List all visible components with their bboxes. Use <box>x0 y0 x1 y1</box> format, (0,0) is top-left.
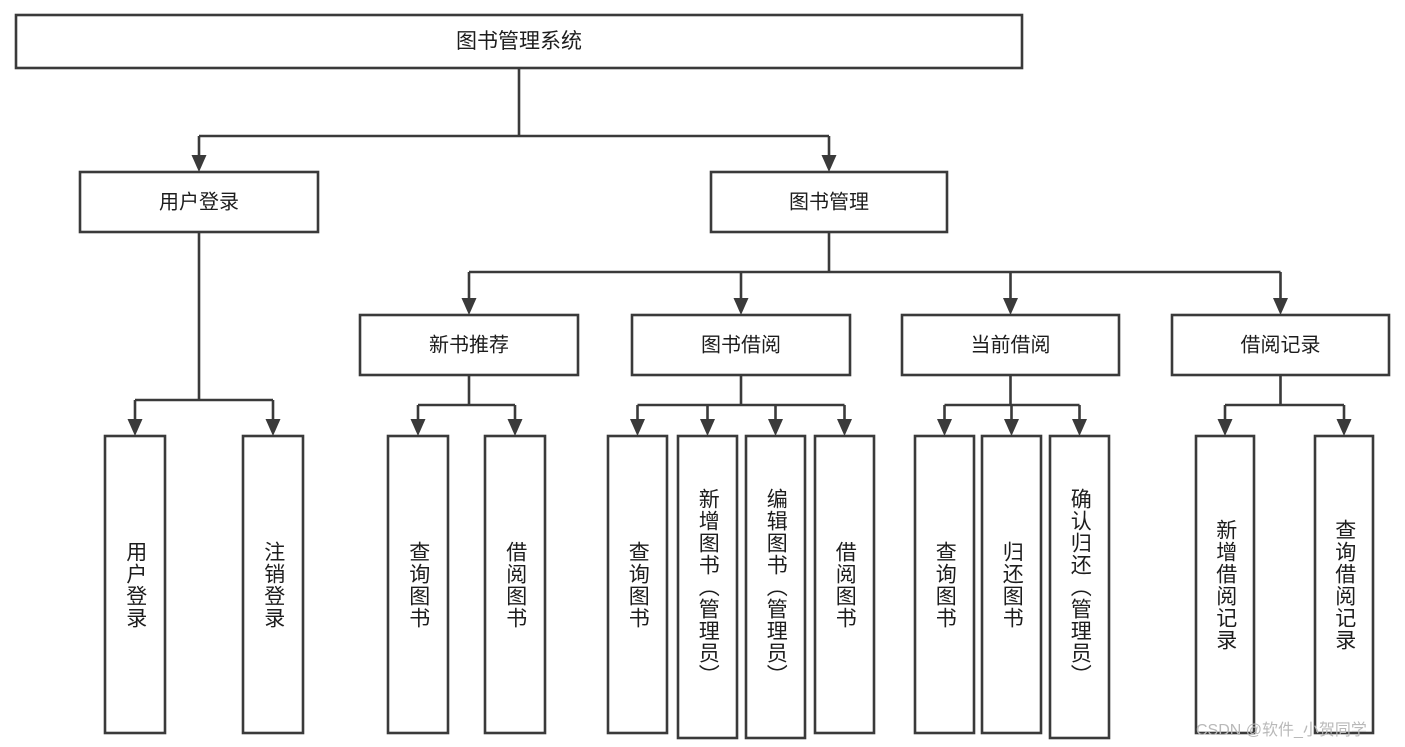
node-label-leaf-0: 用户登录 <box>123 540 147 629</box>
node-box-leaf-5[interactable] <box>676 434 739 740</box>
node-box-leaf-1[interactable] <box>241 434 305 735</box>
node-box-leaf-4[interactable] <box>606 434 669 735</box>
node-label-leaf-3: 借阅图书 <box>503 540 527 629</box>
node-label-leaf-5: 新增图书（管理员） <box>696 488 720 686</box>
node-label-leaf-10: 确认归还（管理员） <box>1068 488 1092 686</box>
node-box-leaf-2[interactable] <box>386 434 450 735</box>
arrow-head-icon <box>1273 298 1288 315</box>
watermark-text: CSDN @软件_小贺同学 <box>1196 722 1367 739</box>
node-label-level3-1: 图书借阅 <box>701 333 781 356</box>
arrow-head-icon <box>1217 419 1233 436</box>
node-label-level3-3: 借阅记录 <box>1241 333 1321 356</box>
node-box-root[interactable] <box>14 13 1024 70</box>
arrow-head-icon <box>937 419 952 436</box>
node-box-leaf-3[interactable] <box>483 434 547 735</box>
node-box-level2-0[interactable] <box>78 170 320 234</box>
node-label-level2-0: 用户登录 <box>159 190 239 213</box>
connectors-layer <box>127 68 1352 436</box>
node-label-leaf-4: 查询图书 <box>626 540 650 629</box>
arrow-head-icon <box>630 419 645 436</box>
node-box-leaf-8[interactable] <box>913 434 976 735</box>
node-box-level3-3[interactable] <box>1170 313 1391 377</box>
node-box-leaf-10[interactable] <box>1048 434 1111 740</box>
arrow-head-icon <box>733 298 749 315</box>
node-box-leaf-0[interactable] <box>103 434 167 735</box>
arrow-head-icon <box>768 419 783 436</box>
arrow-head-icon <box>1003 298 1018 315</box>
node-label-level3-2: 当前借阅 <box>971 333 1051 356</box>
node-boxes-layer <box>14 13 1391 740</box>
arrow-head-icon <box>265 419 281 436</box>
node-box-level2-1[interactable] <box>709 170 949 234</box>
node-label-leaf-2: 查询图书 <box>406 540 430 629</box>
node-box-leaf-6[interactable] <box>744 434 807 740</box>
node-label-level2-1: 图书管理 <box>789 190 869 213</box>
arrow-head-icon <box>1336 419 1352 436</box>
node-box-leaf-12[interactable] <box>1313 434 1375 735</box>
node-label-root: 图书管理系统 <box>456 30 582 53</box>
node-label-leaf-12: 查询借阅记录 <box>1332 518 1356 651</box>
node-label-leaf-1: 注销登录 <box>261 540 285 629</box>
arrow-head-icon <box>191 155 207 172</box>
arrow-head-icon <box>1072 419 1087 436</box>
arrow-head-icon <box>410 419 426 436</box>
node-label-leaf-7: 借阅图书 <box>833 540 857 629</box>
arrow-head-icon <box>1004 419 1019 436</box>
arrow-head-icon <box>127 419 143 436</box>
arrow-head-icon <box>700 419 715 436</box>
node-box-level3-1[interactable] <box>630 313 852 377</box>
arrow-head-icon <box>507 419 523 436</box>
node-label-leaf-9: 归还图书 <box>1000 540 1024 629</box>
node-label-leaf-6: 编辑图书（管理员） <box>764 488 788 686</box>
node-label-level3-0: 新书推荐 <box>429 333 509 356</box>
arrow-head-icon <box>821 155 837 172</box>
arrow-head-icon <box>837 419 852 436</box>
node-box-leaf-9[interactable] <box>980 434 1043 735</box>
node-label-leaf-11: 新增借阅记录 <box>1213 518 1237 651</box>
arrow-head-icon <box>461 298 477 315</box>
node-box-leaf-7[interactable] <box>813 434 876 735</box>
node-box-level3-2[interactable] <box>900 313 1121 377</box>
node-label-leaf-8: 查询图书 <box>933 540 957 629</box>
node-box-level3-0[interactable] <box>358 313 580 377</box>
node-box-leaf-11[interactable] <box>1194 434 1256 735</box>
